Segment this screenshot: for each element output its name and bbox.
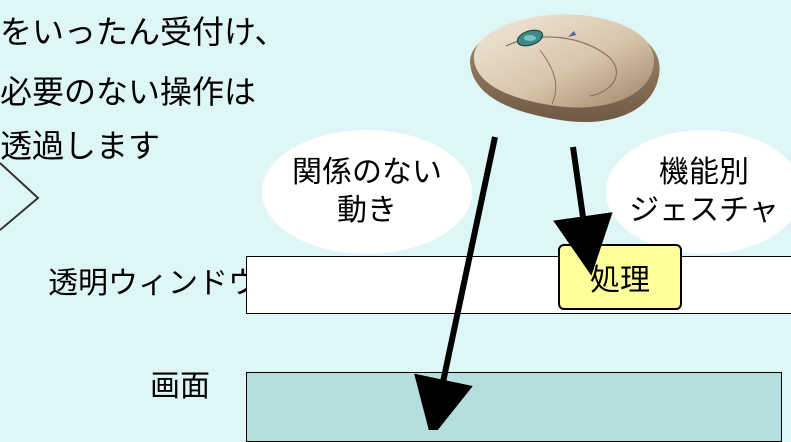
unrelated-motion-bubble: 関係のない 動き [262, 130, 472, 254]
gesture-arrow [553, 146, 613, 276]
description-line-3: 透過します [0, 127, 161, 165]
computer-mouse-icon [470, 14, 660, 123]
transparent-window-label: 透明ウィンドウ [48, 266, 258, 301]
transparent-window-layer [246, 256, 791, 314]
chevron-right-icon [0, 162, 40, 231]
bubble-unrelated-line-1: 関係のない [292, 155, 442, 190]
description-line-1: をいったん受付け、 [0, 13, 287, 51]
screen-label: 画面 [150, 369, 210, 404]
bubble-gesture-line-2: ジェスチャ [629, 193, 779, 228]
bubble-gesture-line-1: 機能別 [659, 155, 749, 190]
description-line-2: 必要のない操作は [0, 73, 257, 111]
pass-through-arrow [414, 136, 498, 430]
arrows-overlay [414, 136, 613, 430]
gesture-bubble: 機能別 ジェスチャ [606, 130, 791, 254]
bubble-unrelated-line-2: 動き [337, 193, 397, 228]
